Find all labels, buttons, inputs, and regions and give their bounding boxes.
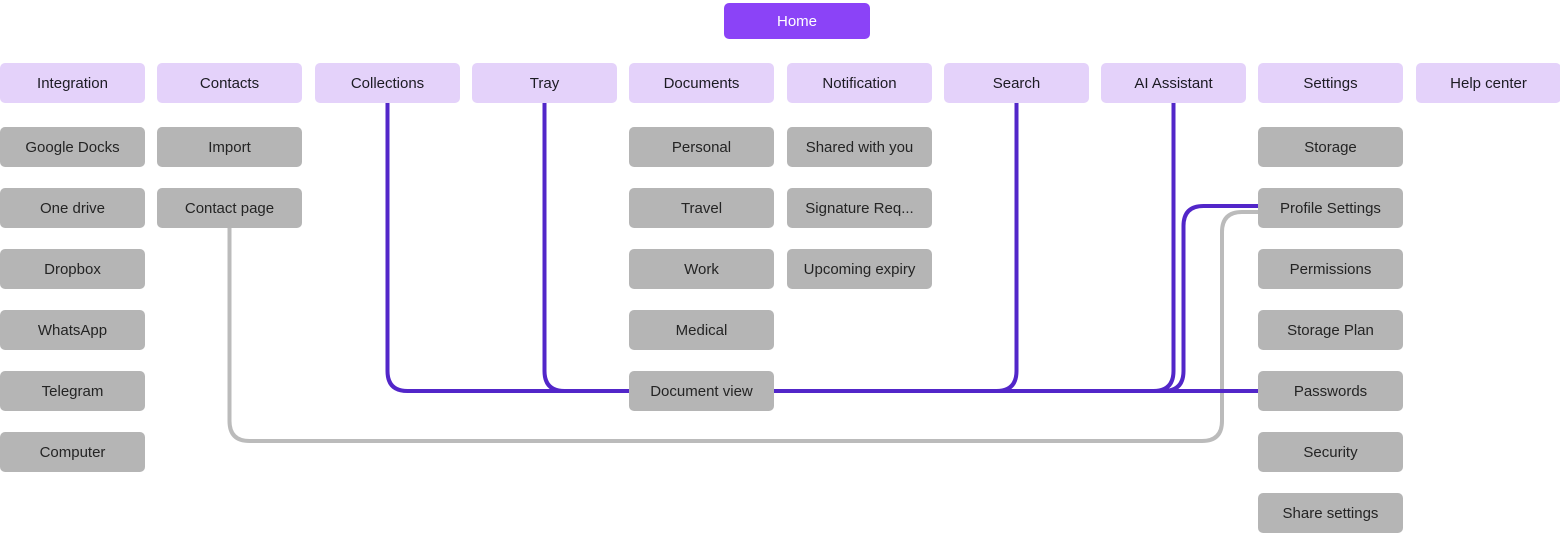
- node-storage: Storage: [1258, 127, 1403, 167]
- node-header-collections: Collections: [315, 63, 460, 103]
- node-dropbox: Dropbox: [0, 249, 145, 289]
- connector-ai-assistant-to-document-view: [1153, 103, 1176, 393]
- node-header-tray: Tray: [472, 63, 617, 103]
- node-telegram: Telegram: [0, 371, 145, 411]
- node-header-contacts: Contacts: [157, 63, 302, 103]
- connector-document-view-to-profile-settings: [1163, 204, 1258, 393]
- node-contact-page: Contact page: [157, 188, 302, 228]
- node-header-settings: Settings: [1258, 63, 1403, 103]
- node-travel: Travel: [629, 188, 774, 228]
- connector-search-to-document-view: [996, 103, 1019, 393]
- connector-tray-to-document-view: [542, 103, 629, 393]
- node-work: Work: [629, 249, 774, 289]
- node-profile-settings: Profile Settings: [1258, 188, 1403, 228]
- node-one-drive: One drive: [0, 188, 145, 228]
- node-personal: Personal: [629, 127, 774, 167]
- node-storage-plan: Storage Plan: [1258, 310, 1403, 350]
- node-whatsapp: WhatsApp: [0, 310, 145, 350]
- node-signature-req: Signature Req...: [787, 188, 932, 228]
- node-security: Security: [1258, 432, 1403, 472]
- node-document-view: Document view: [629, 371, 774, 411]
- node-import: Import: [157, 127, 302, 167]
- node-shared-with-you: Shared with you: [787, 127, 932, 167]
- node-permissions: Permissions: [1258, 249, 1403, 289]
- node-header-ai-assistant: AI Assistant: [1101, 63, 1246, 103]
- node-header-documents: Documents: [629, 63, 774, 103]
- connector-collections-to-document-view: [385, 103, 629, 393]
- node-home: Home: [724, 3, 870, 39]
- node-upcoming-expiry: Upcoming expiry: [787, 249, 932, 289]
- node-share-settings: Share settings: [1258, 493, 1403, 533]
- node-passwords: Passwords: [1258, 371, 1403, 411]
- connector-contact-page-to-profile-settings: [227, 210, 1258, 443]
- node-google-docks: Google Docks: [0, 127, 145, 167]
- node-header-help-center: Help center: [1416, 63, 1560, 103]
- node-medical: Medical: [629, 310, 774, 350]
- node-header-integration: Integration: [0, 63, 145, 103]
- node-header-notification: Notification: [787, 63, 932, 103]
- node-header-search: Search: [944, 63, 1089, 103]
- node-computer: Computer: [0, 432, 145, 472]
